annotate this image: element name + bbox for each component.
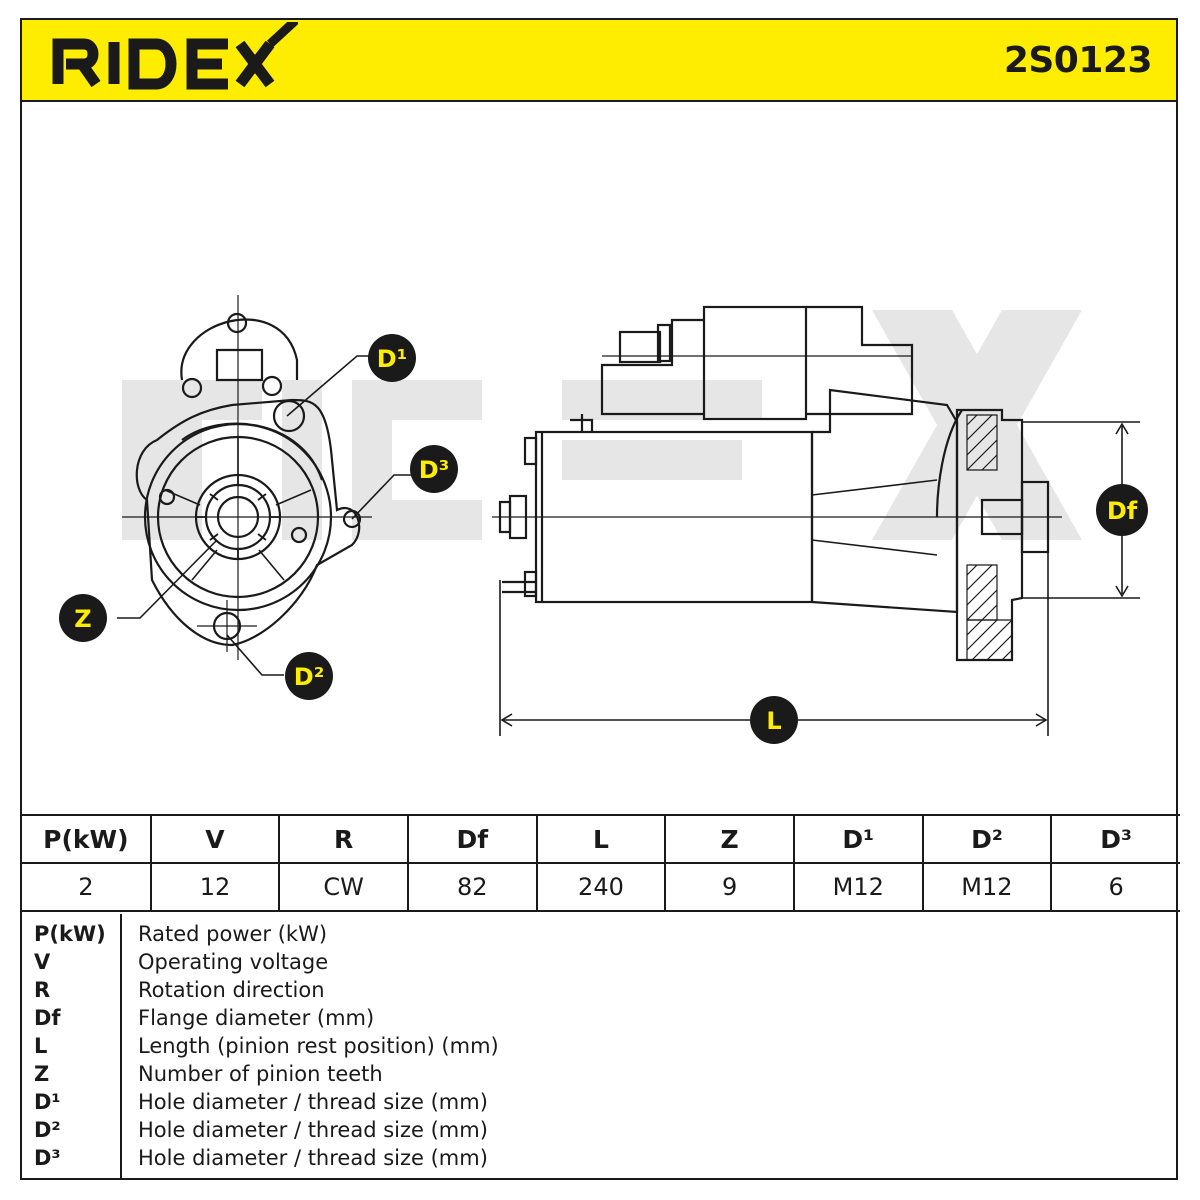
- legend-symbol: Df: [34, 1006, 61, 1030]
- value-cell: CW: [278, 862, 409, 912]
- callout-d3-label: D³: [419, 456, 449, 484]
- side-view: [492, 305, 1062, 662]
- header-bar: 2S0123: [22, 20, 1176, 102]
- legend-row: D³ Hole diameter / thread size (mm): [22, 1144, 1180, 1172]
- brand-logo: [48, 22, 298, 92]
- legend-divider: [120, 914, 122, 1180]
- legend-row: D² Hole diameter / thread size (mm): [22, 1116, 1180, 1144]
- value-cell: 82: [406, 862, 538, 912]
- value-cell: M12: [921, 862, 1053, 912]
- legend-row: P(kW) Rated power (kW): [22, 920, 1180, 948]
- legend-description: Operating voltage: [138, 950, 329, 974]
- header-cell: D²: [921, 814, 1053, 864]
- legend-description: Hole diameter / thread size (mm): [138, 1146, 488, 1170]
- header-cell: R: [278, 814, 409, 864]
- header-cell: D¹: [792, 814, 924, 864]
- starter-motor-drawing: D¹ D³ D² Z Df L: [59, 295, 1148, 744]
- legend-symbol: Z: [34, 1062, 50, 1086]
- callout-z-label: Z: [74, 605, 91, 633]
- callout-df-label: Df: [1107, 497, 1138, 525]
- callout-d2: D²: [285, 652, 333, 700]
- legend-description: Rotation direction: [138, 978, 325, 1002]
- value-cell: 240: [535, 862, 667, 912]
- value-cell: 9: [664, 862, 795, 912]
- legend-description: Hole diameter / thread size (mm): [138, 1118, 488, 1142]
- callout-l: L: [750, 696, 798, 744]
- callout-z: Z: [59, 594, 107, 642]
- callout-df: Df: [1096, 484, 1148, 536]
- product-sheet: D¹ D³ D² Z Df L: [20, 18, 1180, 1180]
- legend-symbol: P(kW): [34, 922, 106, 946]
- legend-description: Number of pinion teeth: [138, 1062, 383, 1086]
- legend-description: Rated power (kW): [138, 922, 328, 946]
- front-view: [122, 295, 372, 660]
- legend-symbol: V: [34, 950, 51, 974]
- legend-row: R Rotation direction: [22, 976, 1180, 1004]
- callout-d2-label: D²: [294, 663, 324, 691]
- spec-table-header-row: P(kW) V R Df L Z D¹ D² D³: [22, 814, 1180, 864]
- legend-row: D¹ Hole diameter / thread size (mm): [22, 1088, 1180, 1116]
- legend-symbol: L: [34, 1034, 48, 1058]
- legend-symbol: R: [34, 978, 51, 1002]
- callout-leaders: [117, 355, 412, 676]
- callout-l-label: L: [766, 707, 781, 735]
- legend-description: Flange diameter (mm): [138, 1006, 375, 1030]
- legend-description: Hole diameter / thread size (mm): [138, 1090, 488, 1114]
- header-cell: D³: [1050, 814, 1180, 864]
- value-cell: M12: [792, 862, 924, 912]
- legend-row: Z Number of pinion teeth: [22, 1060, 1180, 1088]
- value-cell: 2: [22, 862, 152, 912]
- header-cell: Z: [664, 814, 795, 864]
- callout-d1-label: D¹: [377, 345, 407, 373]
- value-cell: 6: [1050, 862, 1180, 912]
- header-cell: P(kW): [22, 814, 152, 864]
- spec-table-value-row: 2 12 CW 82 240 9 M12 M12 6: [22, 862, 1180, 912]
- legend-row: Df Flange diameter (mm): [22, 1004, 1180, 1032]
- spec-table: P(kW) V R Df L Z D¹ D² D³ 2 12 CW 82 240…: [22, 814, 1180, 912]
- part-number: 2S0123: [1003, 40, 1153, 81]
- legend-description: Length (pinion rest position) (mm): [138, 1034, 499, 1058]
- legend-symbol: D²: [34, 1118, 61, 1142]
- callout-d3: D³: [410, 445, 458, 493]
- legend-symbol: D³: [34, 1146, 61, 1170]
- header-cell: L: [535, 814, 667, 864]
- header-cell: Df: [406, 814, 538, 864]
- callout-d1: D¹: [368, 334, 416, 382]
- header-cell: V: [149, 814, 281, 864]
- legend-row: V Operating voltage: [22, 948, 1180, 976]
- value-cell: 12: [149, 862, 281, 912]
- legend-symbol: D¹: [34, 1090, 61, 1114]
- legend-row: L Length (pinion rest position) (mm): [22, 1032, 1180, 1060]
- legend: P(kW) Rated power (kW) V Operating volta…: [22, 914, 1180, 1180]
